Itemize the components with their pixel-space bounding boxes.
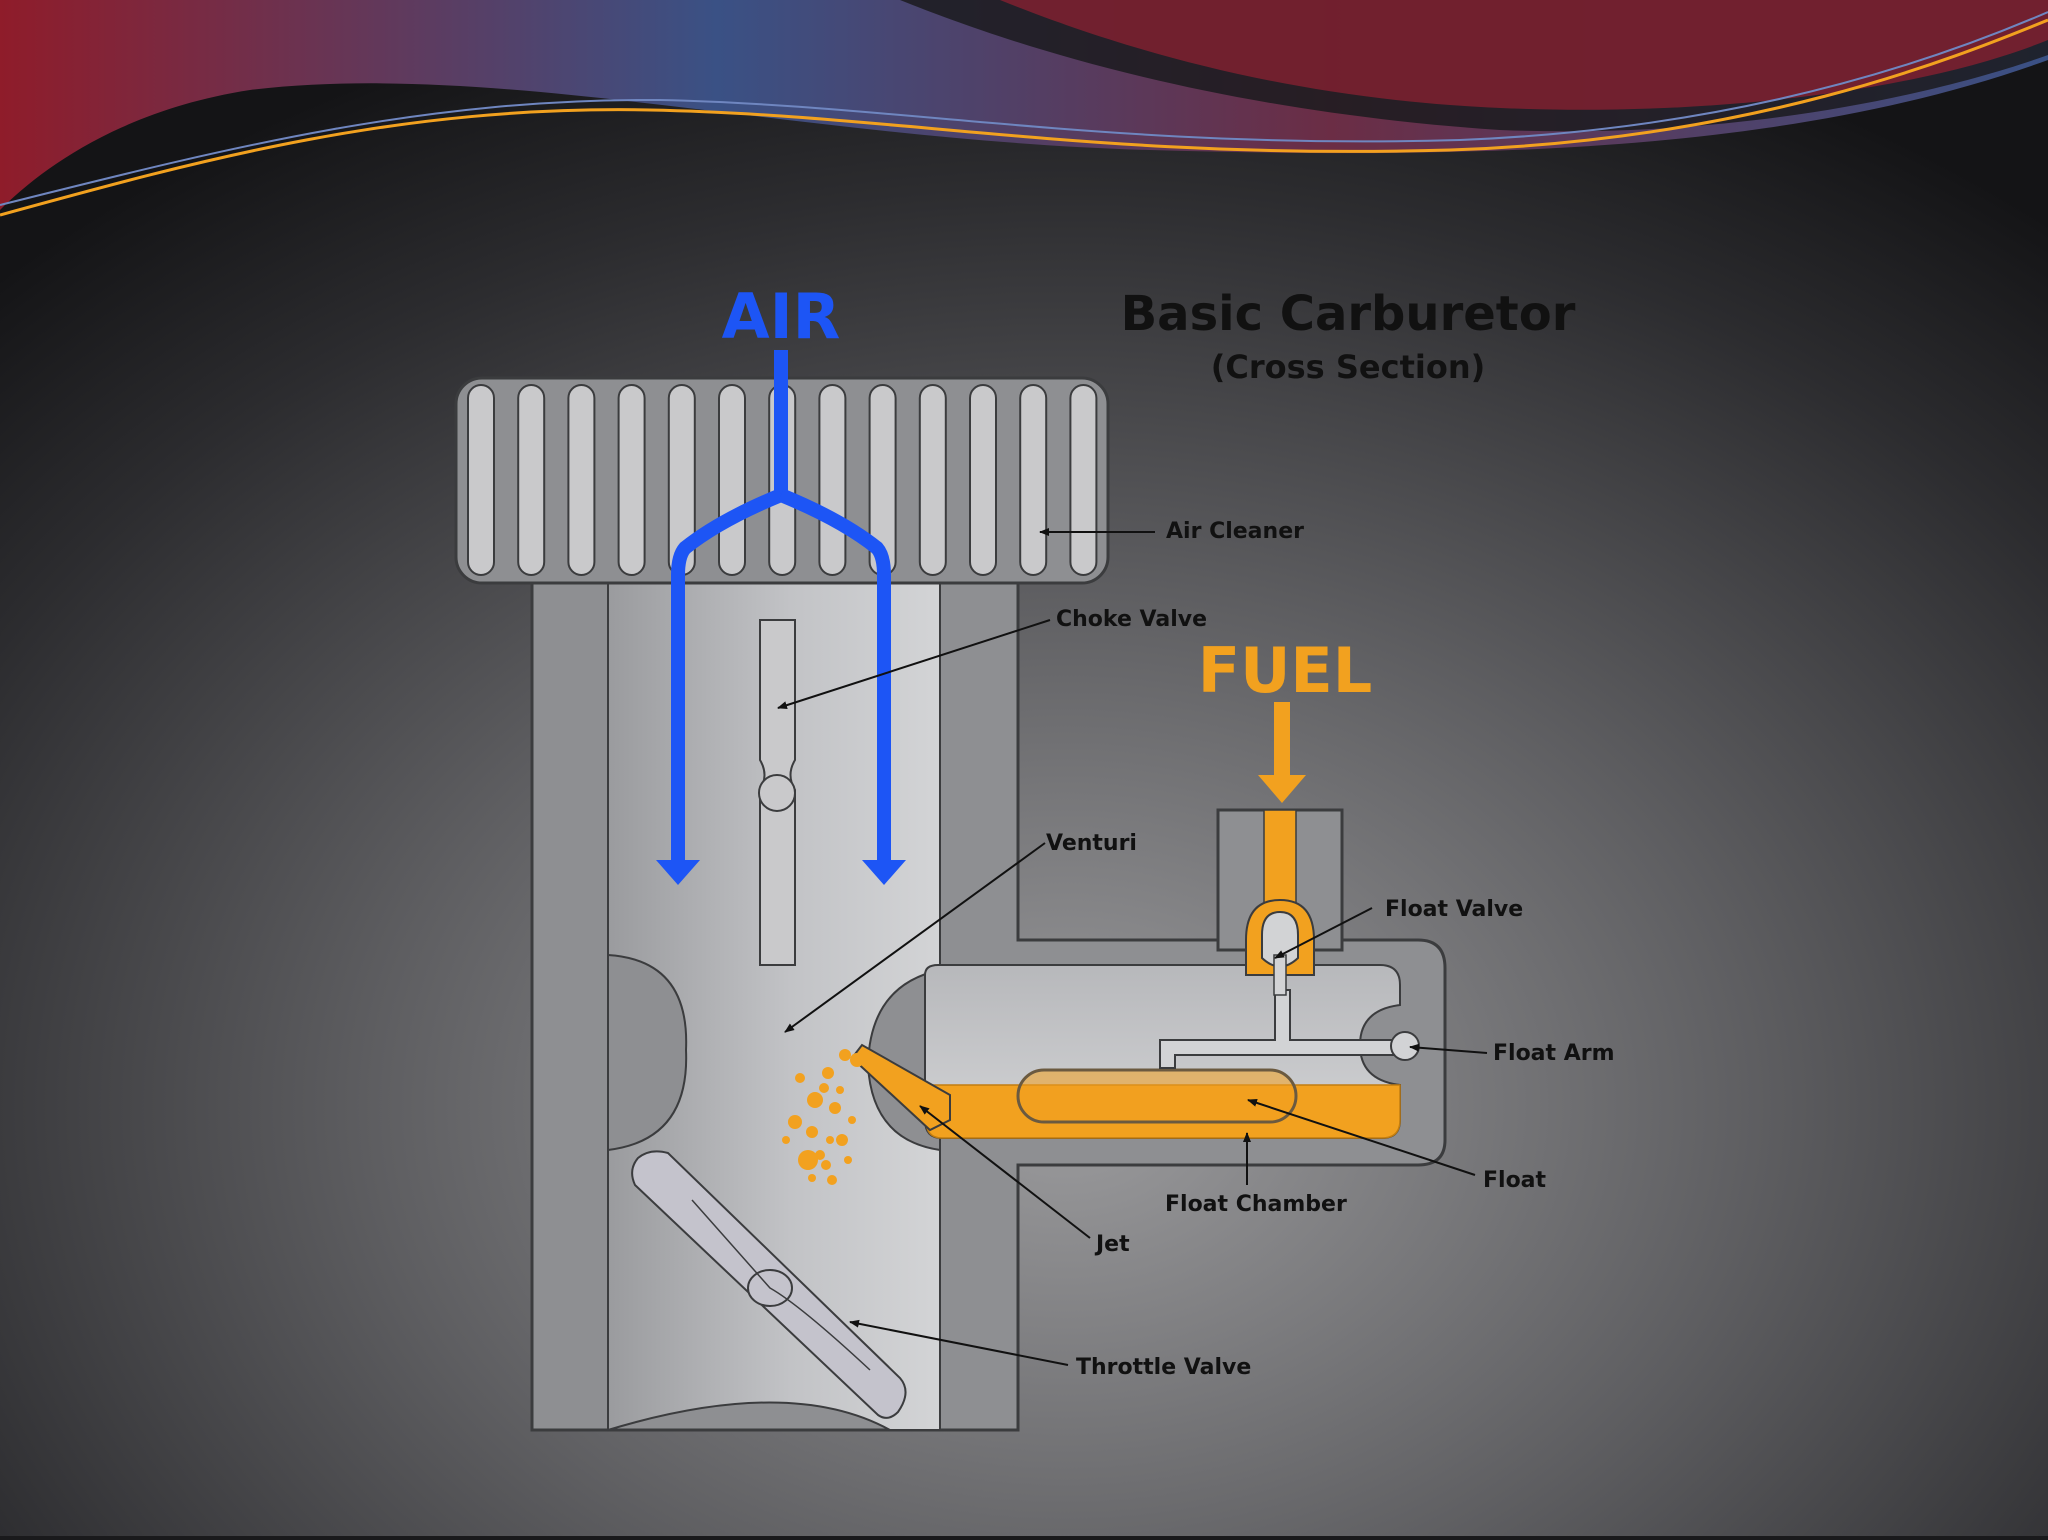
label-jet: Jet (1094, 1232, 1130, 1257)
fuel-spray (782, 1049, 864, 1185)
label-throttle-valve: Throttle Valve (1076, 1355, 1251, 1380)
diagram-subtitle: (Cross Section) (1211, 348, 1485, 386)
fuel-inlet-arrow (1258, 702, 1306, 803)
air-label: AIR (722, 280, 841, 353)
label-venturi: Venturi (1046, 831, 1137, 856)
filter-slot (818, 384, 847, 576)
diagram-title: Basic Carburetor (1121, 286, 1576, 342)
float-arm (1159, 989, 1420, 1069)
label-choke-valve: Choke Valve (1056, 607, 1207, 632)
filter-slot (718, 384, 746, 576)
filter-slot (467, 384, 495, 576)
label-float-arm: Float Arm (1493, 1041, 1615, 1066)
label-air-cleaner: Air Cleaner (1166, 519, 1304, 544)
callout-lines (777, 528, 1488, 1366)
choke-valve (758, 619, 796, 966)
filter-slot (1069, 384, 1098, 576)
fuel-label: FUEL (1198, 634, 1373, 707)
label-float-chamber: Float Chamber (1165, 1192, 1347, 1217)
float-valve (1245, 898, 1315, 996)
float (1016, 1068, 1298, 1124)
filter-slot (1019, 384, 1048, 576)
filter-slot (517, 384, 546, 576)
filter-slot (918, 384, 947, 576)
air-arrowheads (656, 860, 906, 885)
label-float-valve: Float Valve (1385, 897, 1523, 922)
filter-slot (567, 384, 596, 576)
label-float: Float (1483, 1168, 1547, 1193)
filter-slot (617, 384, 646, 576)
filter-slot (969, 384, 997, 576)
throttle-valve (631, 1150, 907, 1419)
air-flow-arrows (671, 350, 891, 865)
header-banner (0, 0, 2048, 217)
